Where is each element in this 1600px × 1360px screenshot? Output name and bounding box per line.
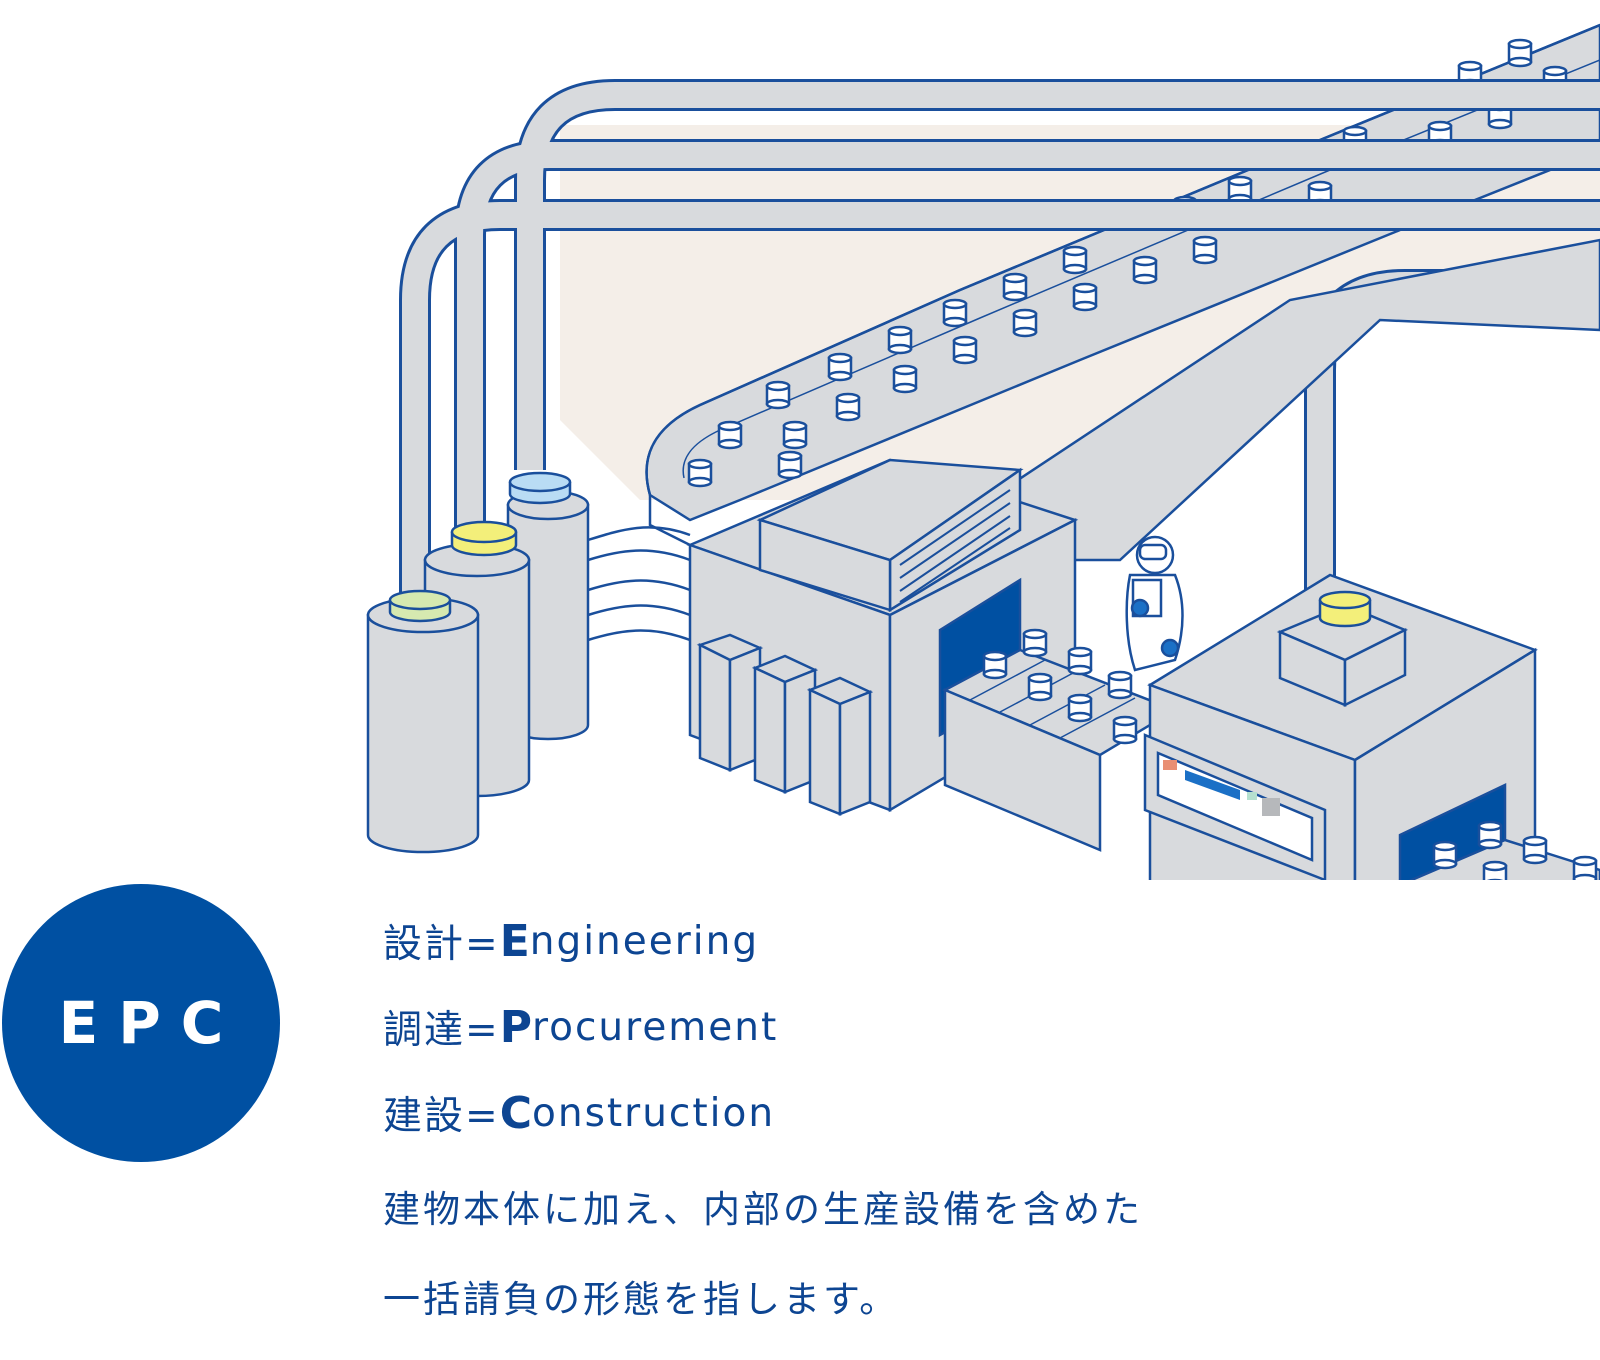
term-initial: E — [499, 915, 530, 967]
description-line: 建物本体に加え、内部の生産設備を含めた — [383, 1188, 1143, 1231]
epc-description: 建物本体に加え、内部の生産設備を含めた 一括請負の形態を指します。 — [383, 1180, 1143, 1360]
connector-pipes — [587, 526, 691, 642]
machine-2 — [1143, 573, 1538, 880]
worker-figure — [1125, 535, 1184, 672]
term-initial: P — [499, 1001, 532, 1053]
lower-conveyor-1 — [942, 648, 1178, 852]
machine-1 — [686, 458, 1079, 816]
epc-badge-label: EPC — [58, 989, 244, 1057]
term-initial: C — [499, 1087, 532, 1139]
description-line: 一括請負の形態を指します。 — [383, 1278, 900, 1321]
term-rest: onstruction — [531, 1090, 776, 1136]
term-rest: rocurement — [531, 1004, 779, 1050]
term-rest: ngineering — [529, 918, 760, 964]
factory-illustration — [366, 23, 1600, 880]
lower-conveyor-2 — [1408, 838, 1600, 880]
epc-badge: EPC — [2, 884, 280, 1162]
term-jp: 建設= — [383, 1094, 500, 1139]
term-jp: 調達= — [383, 1008, 500, 1053]
term-jp: 設計= — [383, 922, 500, 967]
tank-caps — [388, 471, 572, 623]
